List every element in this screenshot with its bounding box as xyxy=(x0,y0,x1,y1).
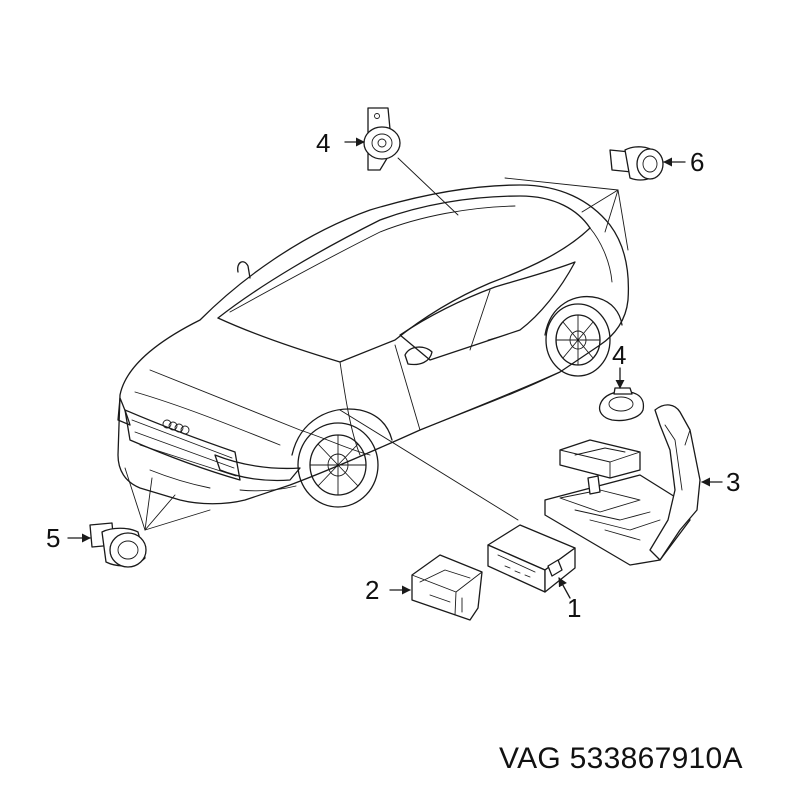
part-5-front-sensor xyxy=(89,522,147,568)
callout-arrows xyxy=(67,137,723,599)
part-1-control-module xyxy=(487,524,576,593)
callout-4-right: 4 xyxy=(612,340,626,370)
part-3-bracket xyxy=(544,404,701,566)
car-illustration xyxy=(117,184,630,508)
callout-5: 5 xyxy=(46,523,60,553)
part-number-label: VAG 533867910A xyxy=(499,742,743,775)
leader-lines xyxy=(124,157,629,531)
front-wheel xyxy=(291,408,393,508)
part-4-speaker-top xyxy=(363,107,401,171)
callout-1: 1 xyxy=(567,593,581,623)
audi-rings-logo xyxy=(162,419,190,435)
callout-6: 6 xyxy=(690,147,704,177)
callout-2: 2 xyxy=(365,575,379,605)
part-6-rear-sensor xyxy=(609,146,664,181)
callout-3: 3 xyxy=(726,467,740,497)
part-2-holder xyxy=(411,554,483,621)
rear-wheel xyxy=(544,296,623,377)
callout-4-top: 4 xyxy=(316,128,330,158)
part-4-speaker-right xyxy=(598,387,645,422)
